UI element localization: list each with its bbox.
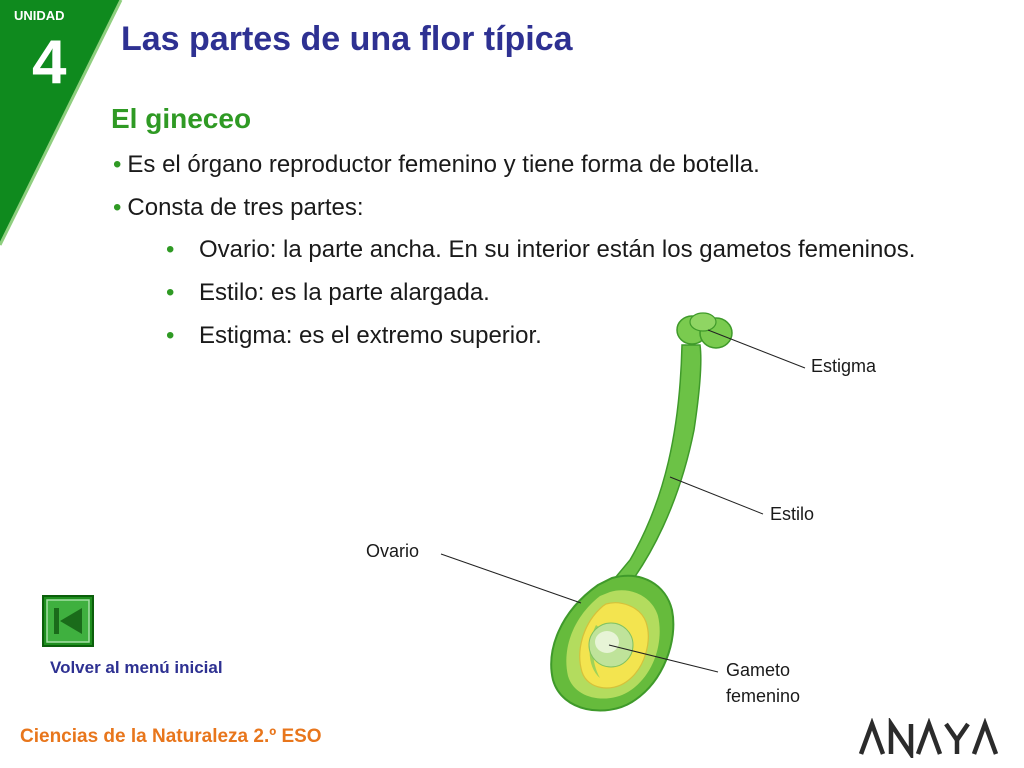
ovary-outer-shape — [550, 574, 675, 712]
female-gamete-shape — [588, 622, 634, 668]
bullet-text: Es el órgano reproductor femenino y tien… — [127, 151, 760, 178]
back-to-start-button[interactable] — [42, 595, 94, 647]
sub-bullet-text: Estigma: es el extremo superior. — [199, 322, 542, 349]
label-ovario: Ovario — [366, 541, 420, 561]
skip-back-icon — [54, 608, 82, 634]
bullet-dot-icon: • — [113, 151, 122, 178]
page-title: Las partes de una flor típica — [121, 20, 573, 58]
sub-bullet-item: • Ovario: la parte ancha. En su interior … — [166, 233, 929, 266]
label-estigma: Estigma — [811, 356, 877, 376]
bullet-dot-icon: • — [166, 279, 175, 306]
bullet-dot-icon: • — [166, 322, 175, 349]
ovary-wall-shape — [566, 590, 660, 699]
sub-bullet-text: Estilo: es la parte alargada. — [199, 279, 490, 306]
unit-label: UNIDAD — [14, 8, 65, 23]
label-gameto-line1: Gameto — [726, 660, 791, 680]
sub-bullet-item: • Estilo: es la parte alargada. — [166, 276, 929, 309]
footer-course-title: Ciencias de la Naturaleza 2.º ESO — [20, 726, 322, 747]
ovule-shape — [579, 602, 649, 689]
label-estilo: Estilo — [770, 504, 815, 524]
bullet-dot-icon: • — [113, 194, 122, 221]
style-shape — [598, 344, 702, 605]
unit-number: 4 — [32, 28, 67, 97]
bullet-text: Consta de tres partes: — [127, 194, 364, 221]
label-gameto-femenino: Gameto femenino — [726, 657, 800, 709]
bullet-item: •Consta de tres partes: •Ovario: la part… — [113, 193, 933, 352]
sub-bullet-list: • Ovario: la parte ancha. En su interior … — [113, 233, 933, 352]
sub-bullet-item: • Estigma: es el extremo superior. — [166, 319, 929, 352]
unit-banner — [0, 0, 123, 246]
bullet-dot-icon: • — [166, 236, 175, 263]
label-gameto-line2: femenino — [726, 686, 801, 706]
section-title: El gineceo — [111, 103, 252, 134]
bullet-list: •Es el órgano reproductor femenino y tie… — [113, 150, 933, 365]
publisher-logo — [858, 718, 999, 758]
bullet-item: •Es el órgano reproductor femenino y tie… — [113, 150, 933, 180]
back-to-start-link[interactable]: Volver al menú inicial — [50, 658, 223, 677]
sub-bullet-text: Ovario: la parte ancha. En su interior e… — [199, 236, 916, 263]
